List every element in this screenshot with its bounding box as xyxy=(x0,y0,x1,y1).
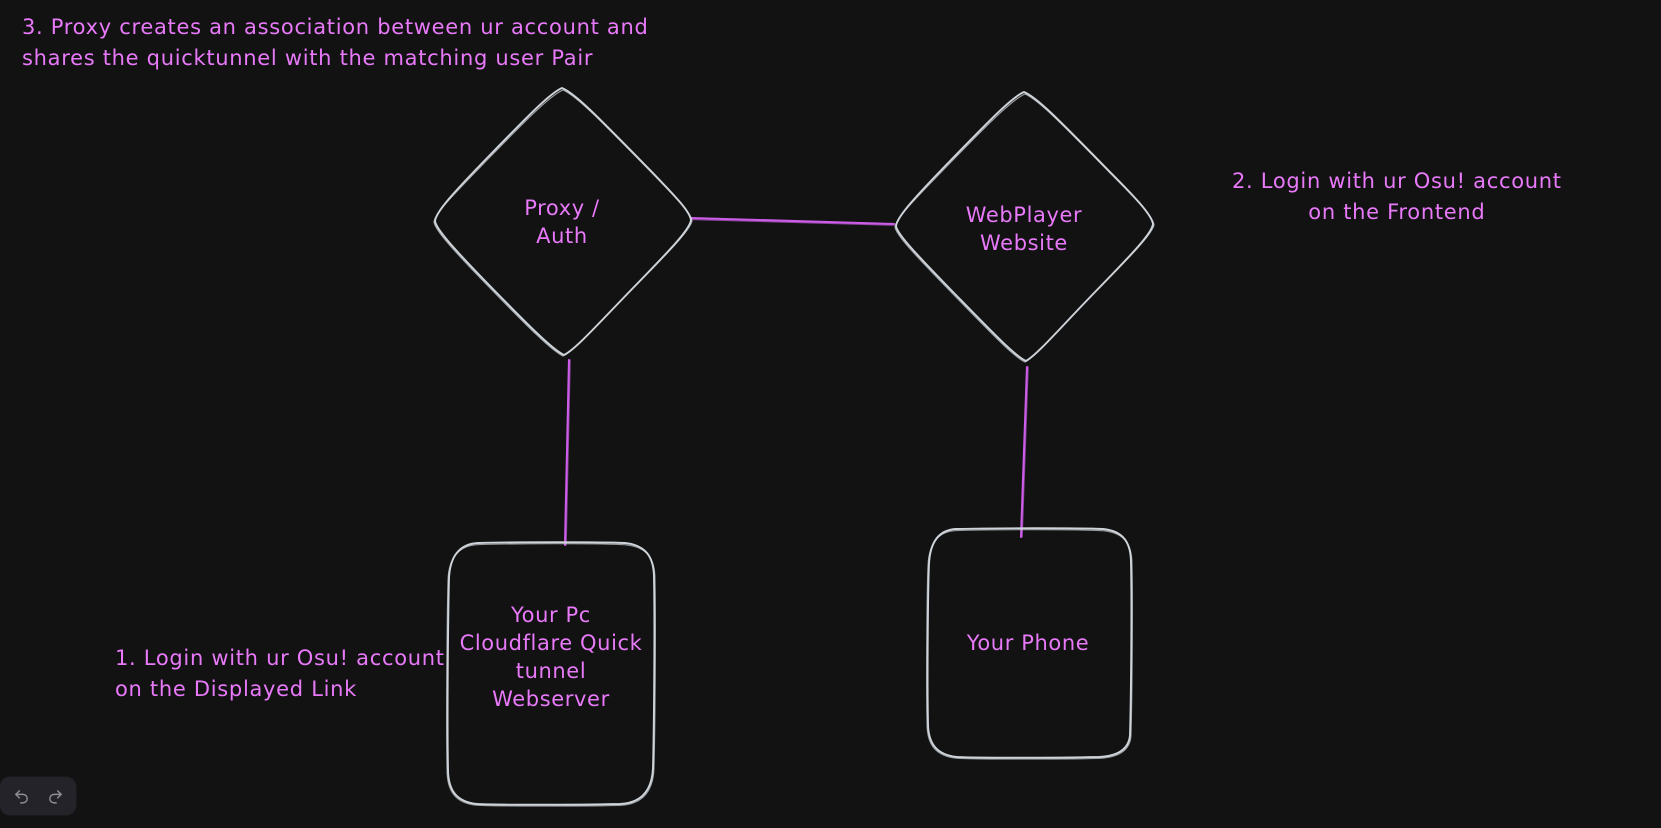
edge-webplayer-to-your-phone[interactable] xyxy=(1019,365,1029,539)
redo-icon xyxy=(47,788,64,805)
annotation-step-3[interactable]: 3. Proxy creates an association between … xyxy=(22,15,649,70)
history-toolbar xyxy=(0,777,76,815)
node-your-phone[interactable] xyxy=(926,527,1133,760)
node-proxy-auth[interactable] xyxy=(433,87,693,357)
undo-button[interactable] xyxy=(6,782,36,810)
node-webplayer-website[interactable] xyxy=(894,91,1155,363)
annotation-step-2[interactable]: 2. Login with ur Osu! account on the Fro… xyxy=(1232,169,1562,224)
edge-proxy-to-webplayer[interactable] xyxy=(689,216,896,226)
edge-proxy-to-your-pc[interactable] xyxy=(563,358,571,547)
annotation-step-1[interactable]: 1. Login with ur Osu! account on the Dis… xyxy=(115,646,445,701)
redo-button[interactable] xyxy=(40,782,70,810)
node-your-pc[interactable] xyxy=(446,541,656,807)
undo-icon xyxy=(13,788,30,805)
